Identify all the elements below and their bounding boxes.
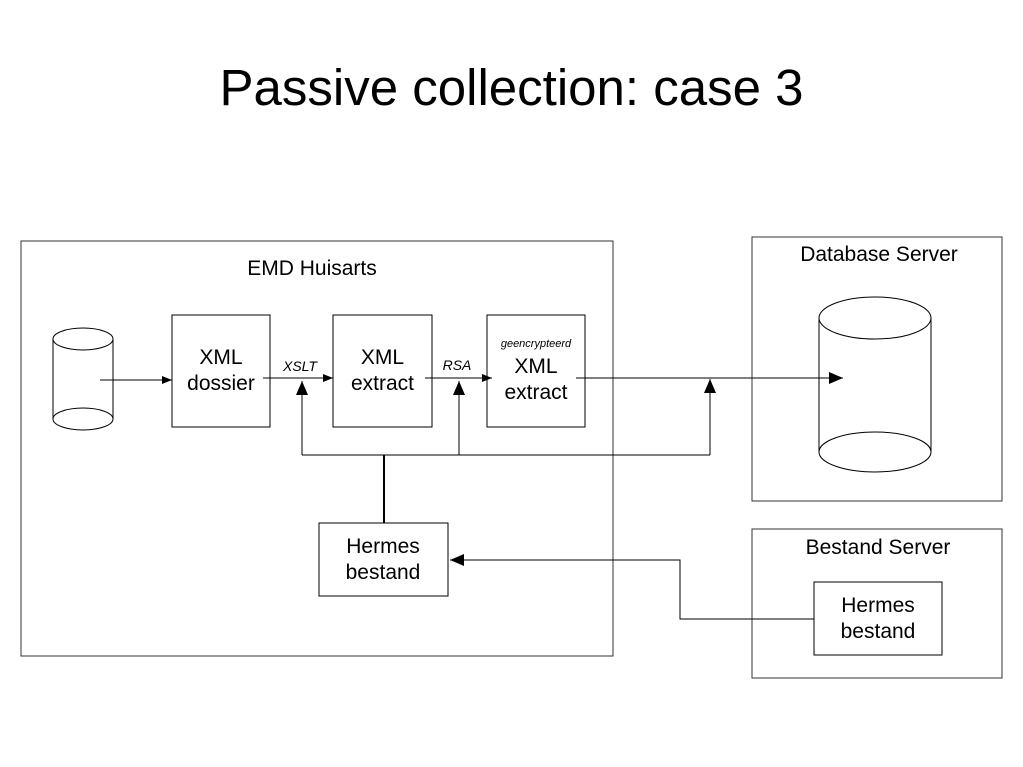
- xml-extract-encrypted-label: XML extract: [504, 355, 568, 405]
- emd-huisarts-label: EMD Huisarts: [247, 257, 377, 280]
- xml-extract-encrypted-box: [486, 314, 586, 428]
- database-server-container: [751, 236, 1003, 502]
- source-database-icon: [52, 327, 114, 431]
- database-server-label: Database Server: [800, 243, 958, 266]
- hermes-bestand-local-box: [318, 522, 449, 597]
- hermes-bestand-local-label: Hermes bestand: [345, 535, 421, 585]
- bestand-server-label: Bestand Server: [805, 536, 951, 559]
- xslt-edge-label: XSLT: [283, 358, 317, 374]
- rsa-edge-label: RSA: [442, 357, 472, 373]
- arrow-remote-to-local-hermes: [450, 554, 814, 620]
- xml-dossier-label: XML dossier: [187, 346, 255, 396]
- xml-extract-box: [332, 314, 433, 428]
- slide-title: Passive collection: case 3: [219, 59, 804, 116]
- encrypted-note-label: geencrypteerd: [500, 338, 572, 350]
- xml-dossier-box: [171, 314, 271, 428]
- bestand-server-container: [751, 528, 1003, 679]
- xml-extract-label: XML extract: [350, 346, 415, 396]
- emd-huisarts-container: [20, 240, 614, 657]
- database-server-icon: [818, 296, 932, 473]
- hermes-bestand-remote-label: Hermes bestand: [840, 594, 916, 644]
